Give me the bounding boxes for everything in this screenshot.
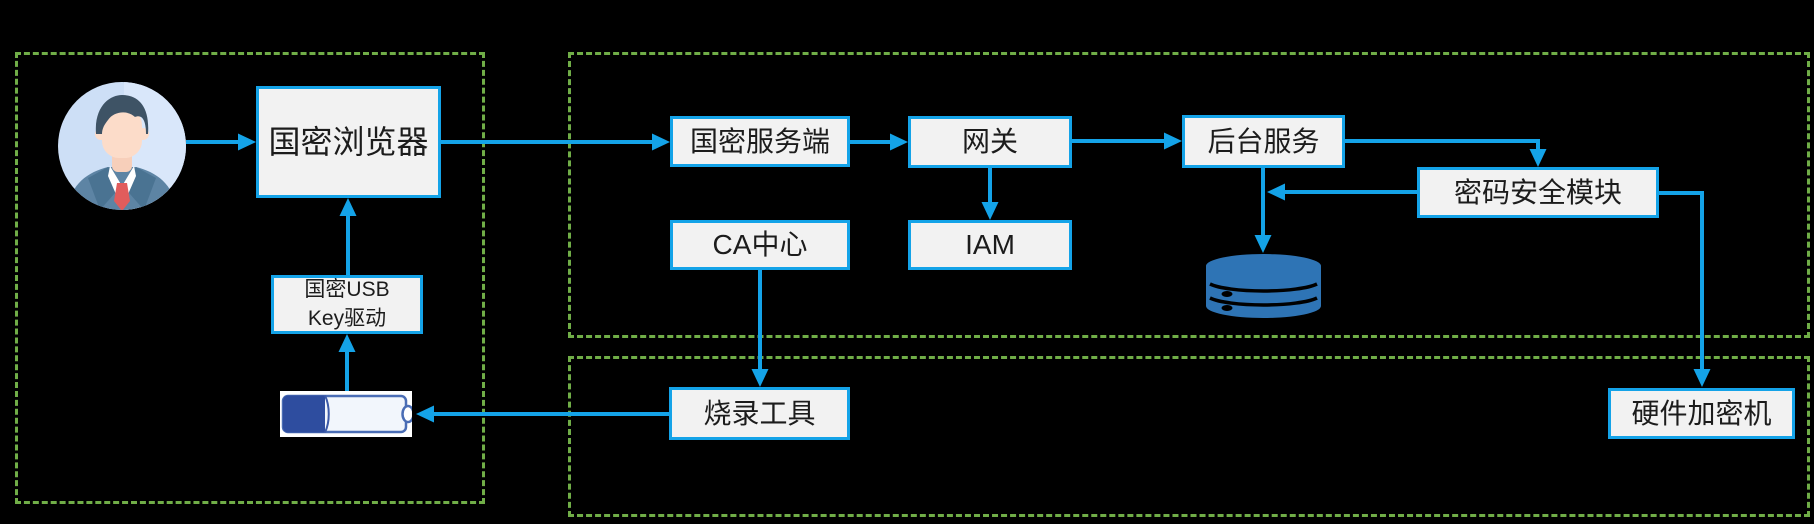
node-ca-center: CA中心: [670, 220, 850, 270]
node-crypto-security-module: 密码安全模块: [1417, 167, 1659, 218]
node-gateway-label: 网关: [961, 126, 1018, 158]
server-zone-border: [568, 52, 1810, 338]
node-gm-server-label: 国密服务端: [689, 125, 830, 157]
node-hardware-encryptor: 硬件加密机: [1608, 388, 1795, 439]
node-gm-usb-key-driver: 国密USB Key驱动: [271, 275, 423, 334]
user-avatar-icon: [58, 82, 186, 210]
avatar-tie: [114, 183, 130, 210]
node-ca-center-label: CA中心: [712, 229, 808, 261]
node-iam: IAM: [908, 220, 1072, 270]
node-gm-usb-key-driver-label: 国密USB Key驱动: [304, 278, 390, 330]
usb-cap: [283, 395, 325, 433]
node-gm-browser: 国密浏览器: [256, 86, 441, 198]
node-backend-service-label: 后台服务: [1207, 125, 1320, 157]
client-zone-border: [15, 52, 485, 504]
avatar-face: [102, 108, 142, 158]
database-icon: [1206, 254, 1321, 318]
provision-zone-border: [568, 356, 1810, 517]
node-hardware-encryptor-label: 硬件加密机: [1631, 397, 1772, 429]
node-gm-browser-label: 国密浏览器: [268, 123, 429, 160]
avatar-hair: [95, 95, 149, 134]
node-crypto-security-module-label: 密码安全模块: [1453, 176, 1622, 208]
node-gateway: 网关: [908, 116, 1072, 168]
node-burn-tool-label: 烧录工具: [703, 397, 816, 429]
usb-key-icon: [280, 391, 412, 437]
node-backend-service: 后台服务: [1182, 115, 1345, 168]
node-iam-label: IAM: [965, 229, 1015, 261]
node-gm-server: 国密服务端: [670, 116, 850, 167]
node-burn-tool: 烧录工具: [669, 387, 850, 440]
usb-notch: [401, 404, 412, 424]
